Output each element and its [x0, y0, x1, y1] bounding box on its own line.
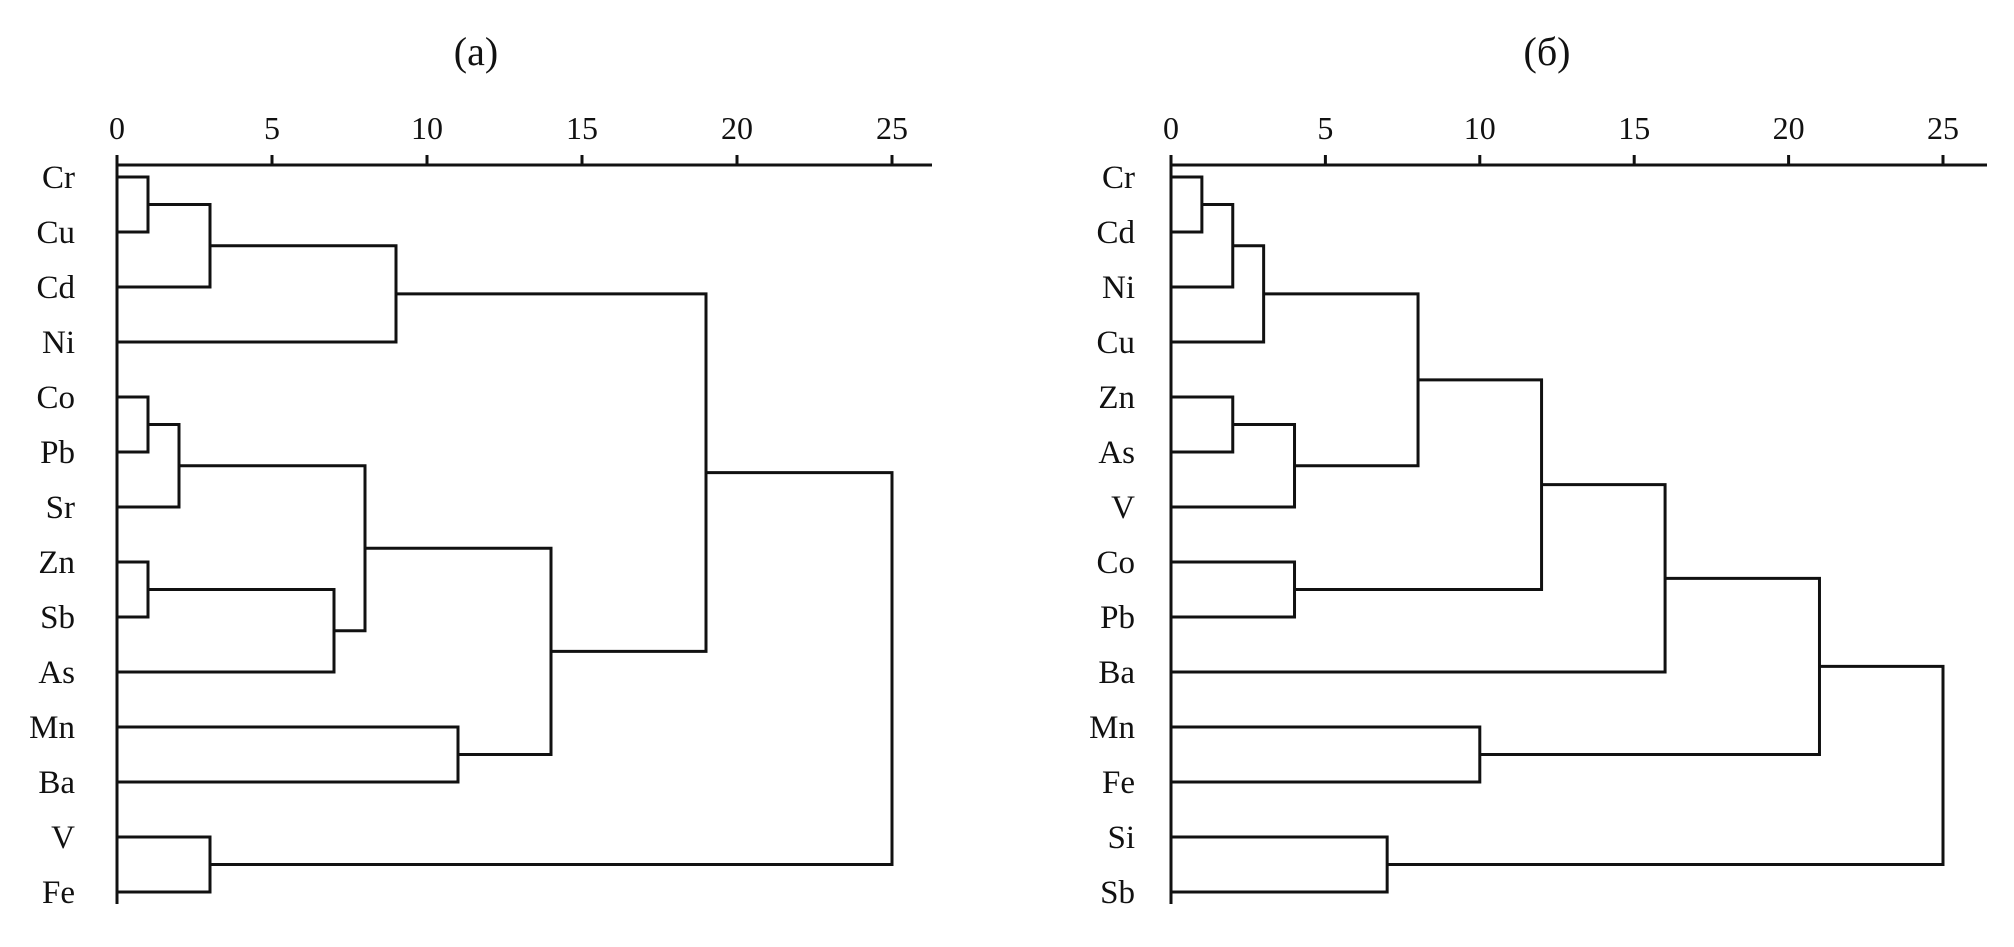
cluster-link	[1171, 560, 1297, 619]
leaf-label: Cr	[42, 160, 75, 196]
cluster-link	[117, 725, 460, 784]
leaf-label: As	[1098, 435, 1135, 471]
x-tick-label: 15	[1618, 110, 1650, 146]
leaf-label: Cd	[1096, 215, 1135, 251]
leaf-label: Pb	[1100, 600, 1135, 636]
leaf-label: Co	[1096, 545, 1135, 581]
x-tick-label: 20	[1773, 110, 1805, 146]
leaf-label: Sr	[46, 490, 75, 526]
cluster-link	[1263, 292, 1420, 468]
x-tick-label: 0	[1163, 110, 1179, 146]
x-tick-label: 25	[1927, 110, 1959, 146]
leaf-label: V	[1111, 490, 1135, 526]
leaf-label: Cd	[36, 270, 75, 306]
x-tick-label: 10	[411, 110, 443, 146]
cluster-link	[117, 588, 336, 674]
leaf-label: Sb	[1100, 875, 1135, 911]
leaf-label: Ba	[38, 765, 75, 801]
cluster-link	[1171, 483, 1667, 674]
panel-title: (а)	[454, 29, 498, 74]
cluster-link	[1479, 576, 1821, 756]
leaf-label: Cu	[36, 215, 75, 251]
x-tick-label: 25	[876, 110, 908, 146]
x-tick-label: 0	[109, 110, 125, 146]
x-tick-label: 10	[1464, 110, 1496, 146]
leaf-label: Sb	[40, 600, 75, 636]
leaf-label: As	[38, 655, 75, 691]
leaf-label: Ni	[42, 325, 75, 361]
cluster-link	[210, 471, 894, 866]
dendrogram-a-svg: (а) 0 5 10 15 20 25CrCuCdNiCoPbSrZnSbAsMnBaVF…	[29, 29, 932, 911]
cluster-link	[117, 560, 150, 619]
cluster-link	[1171, 244, 1266, 344]
leaf-label: Cu	[1096, 325, 1135, 361]
leaf-label: Fe	[1102, 765, 1135, 801]
cluster-link	[1171, 395, 1235, 454]
cluster-link	[117, 203, 212, 289]
leaf-label: Ni	[1102, 270, 1135, 306]
x-tick-label: 5	[1317, 110, 1333, 146]
x-tick-label: 15	[566, 110, 598, 146]
cluster-link	[1171, 835, 1389, 894]
cluster-link	[1387, 664, 1945, 866]
leaf-label: Cr	[1102, 160, 1135, 196]
cluster-link	[117, 395, 150, 454]
leaf-label: Si	[1107, 820, 1135, 856]
leaf-label: Mn	[29, 710, 75, 746]
cluster-link	[365, 546, 553, 756]
x-tick-label: 20	[721, 110, 753, 146]
panel-title: (б)	[1524, 29, 1571, 74]
leaf-label: Zn	[38, 545, 75, 581]
cluster-link	[179, 464, 367, 633]
cluster-link	[117, 175, 150, 234]
leaf-label: Mn	[1089, 710, 1135, 746]
x-tick-label: 5	[264, 110, 280, 146]
leaf-label: V	[51, 820, 75, 856]
cluster-link	[117, 835, 212, 894]
cluster-link	[1171, 725, 1482, 784]
leaf-label: Pb	[40, 435, 75, 471]
cluster-link	[1171, 175, 1204, 234]
leaf-label: Fe	[42, 875, 75, 911]
leaf-label: Co	[36, 380, 75, 416]
leaf-label: Zn	[1098, 380, 1135, 416]
leaf-label: Ba	[1098, 655, 1135, 691]
cluster-link	[117, 244, 398, 344]
